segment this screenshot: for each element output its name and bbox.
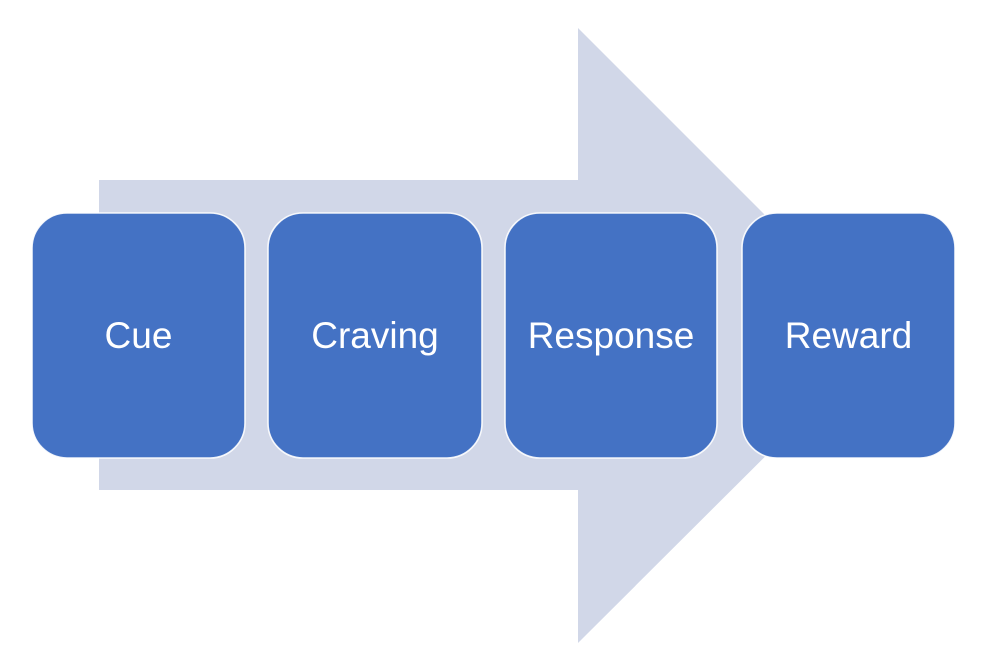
- step-box-reward-shape: [741, 212, 956, 459]
- step-box-reward: Reward: [741, 212, 956, 459]
- step-box-response-shape: [504, 212, 718, 459]
- step-box-craving-shape: [267, 212, 483, 459]
- step-box-craving: Craving: [267, 212, 483, 459]
- step-label-craving: Craving: [311, 315, 439, 356]
- step-box-cue: Cue: [31, 212, 246, 459]
- step-box-cue-shape: [31, 212, 246, 459]
- background-arrow-shape: [99, 28, 886, 643]
- step-label-cue: Cue: [105, 315, 173, 356]
- step-label-response: Response: [528, 315, 695, 356]
- step-box-response: Response: [504, 212, 718, 459]
- step-label-reward: Reward: [785, 315, 913, 356]
